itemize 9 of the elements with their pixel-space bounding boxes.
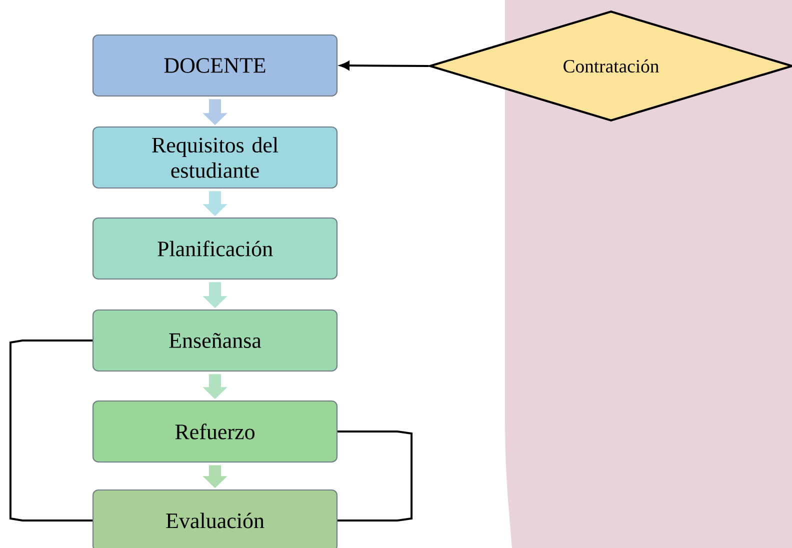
bracket-line [338,430,413,522]
process-box: Requisitos del estudiante [92,126,338,189]
process-box: Enseñansa [92,309,338,372]
arrow [340,61,429,70]
process-box: Refuerzo [92,400,338,463]
process-box: Planificación [92,217,338,280]
bracket-line [9,340,92,522]
process-box: DOCENTE [92,34,338,97]
process-box: Evaluación [92,489,338,548]
